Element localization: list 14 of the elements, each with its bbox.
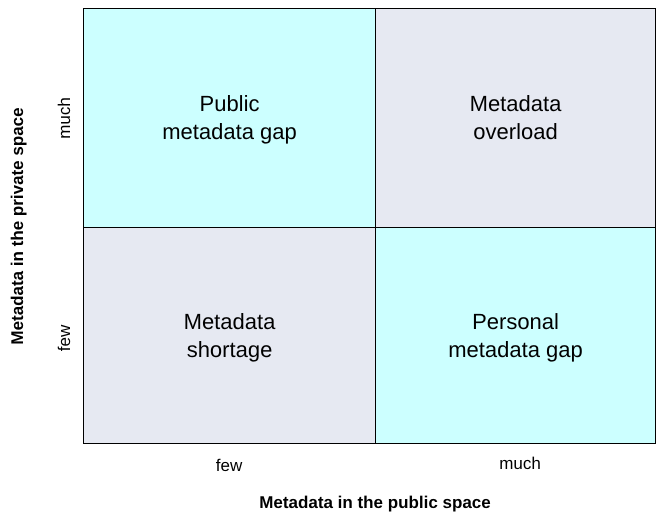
quadrant-label: Public metadata gap	[161, 90, 298, 146]
axis-tick-label: much	[499, 454, 541, 474]
quadrant-cell	[375, 8, 656, 228]
quadrant-cell	[83, 227, 376, 444]
axis-title: Metadata in the public space	[259, 493, 491, 513]
axis-tick-label: few	[216, 456, 242, 476]
quadrant-cell	[375, 227, 656, 444]
axis-tick-label: few	[55, 324, 75, 352]
quadrant-label: Metadata shortage	[182, 308, 276, 364]
axis-tick-label: much	[55, 97, 75, 139]
quadrant-cell	[83, 8, 376, 228]
quadrant-label: Metadata overload	[468, 90, 562, 146]
axis-title: Metadata in the private space	[8, 107, 28, 345]
quadrant-label: Personal metadata gap	[447, 308, 584, 364]
